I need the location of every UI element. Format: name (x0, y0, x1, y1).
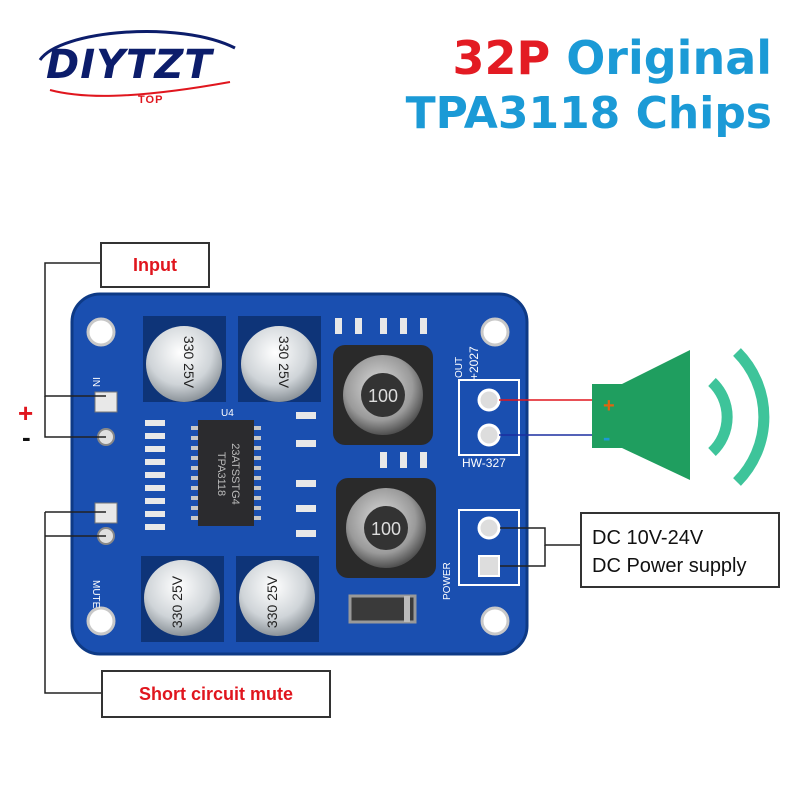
silk-model: HW-327 (462, 456, 506, 470)
logo-swoosh-icon (38, 29, 236, 97)
cap-br-text: 330 25V (264, 575, 280, 628)
logo-text: DIYTZT (46, 42, 213, 88)
silk-in: IN (90, 377, 101, 387)
output-terminals (458, 379, 520, 456)
smd-components-left (145, 420, 165, 530)
capacitor-top-right: 330 25V (238, 316, 321, 402)
logo-subtext: TOP (138, 94, 164, 106)
cap-bl-text: 330 25V (169, 575, 185, 628)
chip-marking-2: TPA3118 (215, 452, 227, 496)
silk-u4: U4 (221, 408, 234, 419)
chip-marking-1: 23ATSSTG4 (229, 443, 241, 505)
capacitor-bottom-right: 330 25V (236, 556, 319, 642)
brand-logo: DIYTZT TOP (20, 20, 250, 110)
power-terminals (458, 509, 520, 586)
capacitor-bottom-left: 330 25V (141, 556, 224, 642)
dc-power-supply: DC Power supply (592, 555, 747, 577)
input-plus-sign: + (18, 398, 34, 428)
silk-out: OUT (454, 357, 465, 378)
speaker-icon: + - (592, 350, 690, 480)
cap-tl-text: 330 25V (181, 336, 197, 389)
headline-original: Original (566, 31, 772, 85)
dc-power-label: DC 10V-24V DC Power supply (580, 512, 780, 588)
sound-waves-icon (708, 348, 770, 486)
tpa3118-chip: 23ATSSTG4 TPA3118 (191, 420, 261, 526)
silk-mute: MUTE (90, 580, 101, 609)
smd-components-right (296, 318, 427, 537)
headline-pin-count: 32P (452, 31, 551, 85)
speaker-plus-sign: + (603, 395, 615, 417)
input-label: Input (100, 242, 210, 288)
inductor-top: 100 (333, 345, 433, 445)
inductor-top-value: 100 (368, 386, 398, 406)
silk-power: POWER (442, 562, 453, 600)
speaker-minus-sign: - (603, 425, 610, 450)
product-headline: 32P Original TPA3118 Chips (406, 30, 772, 142)
capacitor-top-left: 330 25V (143, 316, 226, 402)
mute-header (94, 502, 118, 545)
mute-label: Short circuit mute (101, 670, 331, 718)
input-minus-sign: - (22, 422, 31, 452)
inductor-bottom: 100 (336, 478, 436, 578)
dc-voltage-range: DC 10V-24V (592, 527, 704, 549)
schottky-diode (348, 594, 417, 624)
cap-tr-text: 330 25V (276, 336, 292, 389)
callout-lines (44, 262, 580, 694)
mounting-holes (86, 317, 510, 636)
inductor-bottom-value: 100 (371, 519, 401, 539)
headline-chip-name: TPA3118 Chips (405, 88, 772, 139)
silk-out-code: +2027 (467, 346, 481, 380)
headline-line-1: 32P Original (406, 30, 772, 86)
